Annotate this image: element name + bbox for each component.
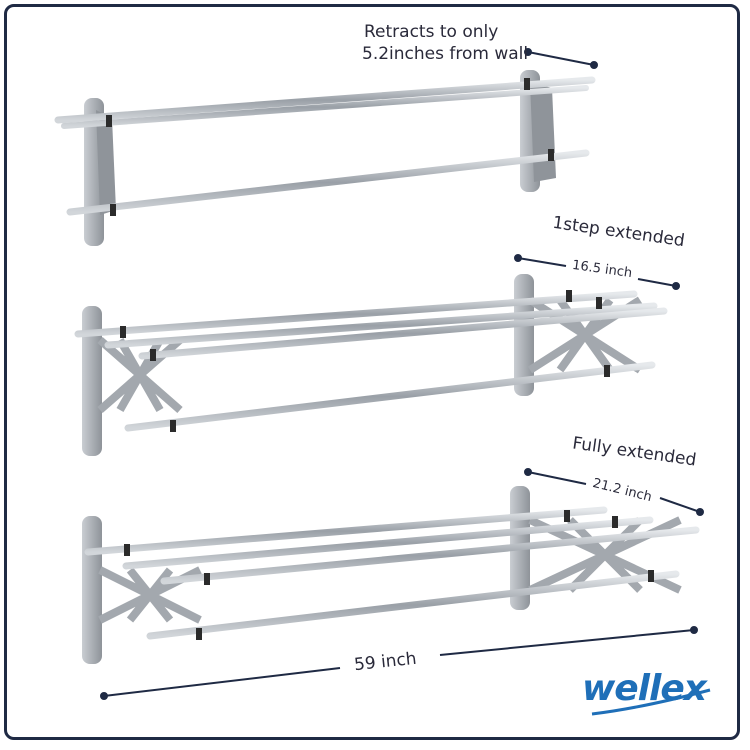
rack-one-step	[74, 274, 668, 456]
retracts-label-line2: 5.2inches from wall	[362, 44, 529, 64]
logo-text: wellex	[582, 668, 707, 709]
wellex-logo: wellex	[582, 668, 722, 720]
dimension-lines	[100, 48, 704, 700]
image-border	[4, 4, 740, 740]
logo-swoosh	[591, 688, 711, 716]
rack-retracted	[54, 70, 596, 246]
retracts-label-line1: Retracts to only	[364, 22, 499, 42]
rack-fully-extended	[82, 486, 700, 664]
